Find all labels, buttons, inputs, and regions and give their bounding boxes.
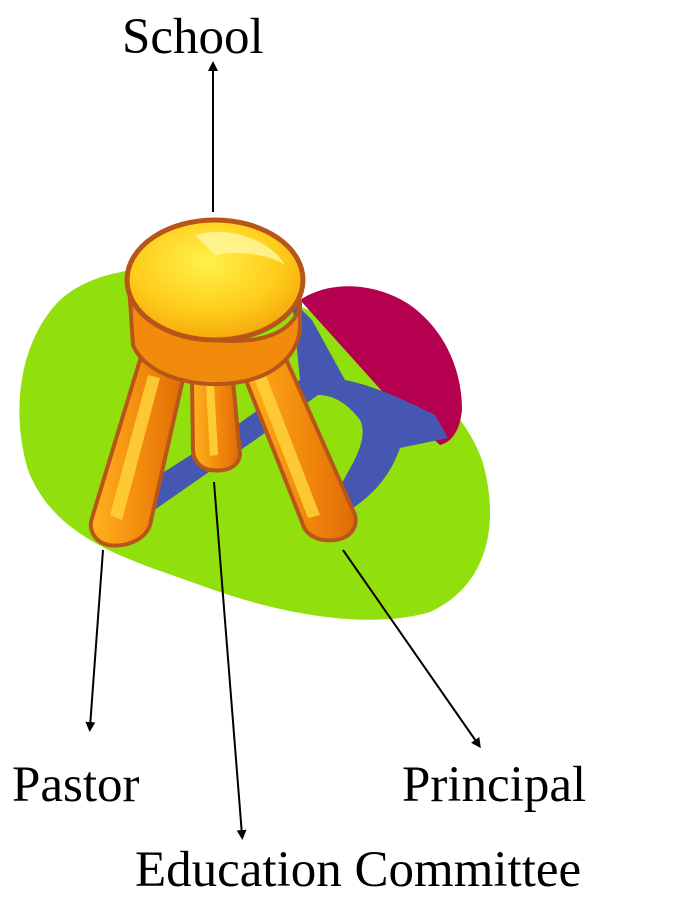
arrow-to-pastor bbox=[90, 550, 103, 727]
